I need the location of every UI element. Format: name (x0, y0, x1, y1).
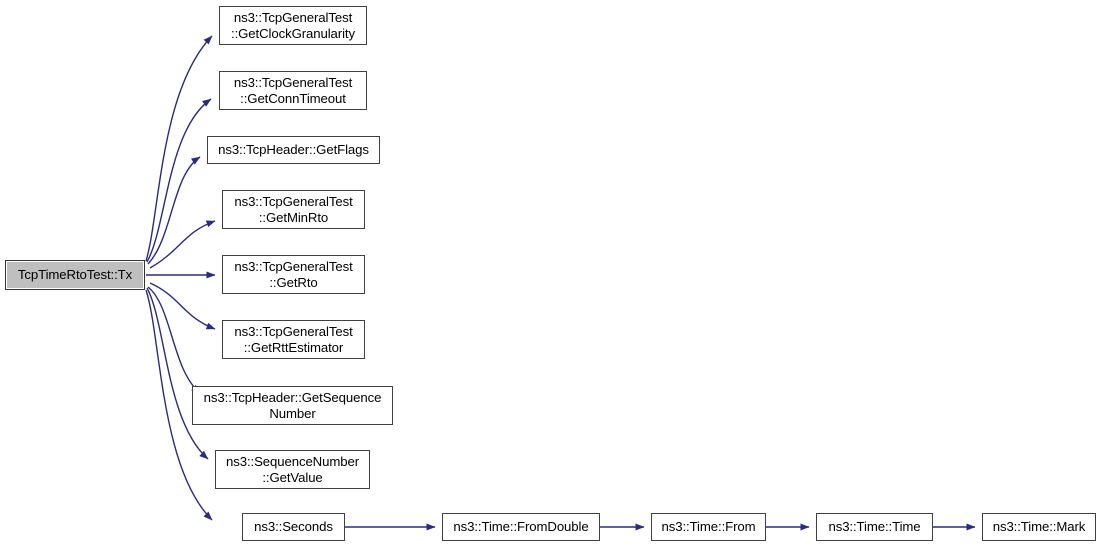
graph-node-label: ns3::Seconds (254, 519, 333, 535)
graph-node-label: TcpTimeRtoTest::Tx (17, 267, 133, 283)
graph-node-label: ns3::Time::Time (828, 519, 921, 535)
graph-node-get_rto[interactable]: ns3::TcpGeneralTest ::GetRto (222, 255, 365, 294)
graph-edge-root-to-get_sequence_number (147, 286, 201, 394)
graph-node-from_double[interactable]: ns3::Time::FromDouble (442, 513, 600, 541)
graph-node-get_flags[interactable]: ns3::TcpHeader::GetFlags (207, 136, 380, 164)
graph-node-label: ns3::Time::Mark (992, 519, 1086, 535)
graph-edge-root-to-get_rtt_estimator (149, 282, 216, 330)
graph-node-label: ns3::SequenceNumber ::GetValue (226, 454, 359, 485)
graph-node-label: ns3::Time::FromDouble (453, 519, 589, 535)
graph-node-label: ns3::TcpGeneralTest ::GetConnTimeout (233, 75, 353, 106)
graph-node-label: ns3::Time::From (661, 519, 756, 535)
graph-node-label: ns3::TcpHeader::GetFlags (218, 142, 369, 158)
graph-node-root[interactable]: TcpTimeRtoTest::Tx (5, 260, 145, 290)
graph-node-get_rtt_estimator[interactable]: ns3::TcpGeneralTest ::GetRttEstimator (222, 320, 365, 359)
graph-node-get_conn_timeout[interactable]: ns3::TcpGeneralTest ::GetConnTimeout (219, 71, 367, 110)
graph-edge-root-to-get_conn_timeout (146, 98, 212, 263)
graph-edge-root-to-get_min_rto (149, 220, 216, 269)
graph-node-get_sequence_number[interactable]: ns3::TcpHeader::GetSequence Number (192, 386, 393, 425)
graph-node-get_value[interactable]: ns3::SequenceNumber ::GetValue (215, 450, 370, 489)
graph-node-label: ns3::TcpGeneralTest ::GetRto (234, 259, 353, 290)
graph-node-label: ns3::TcpHeader::GetSequence Number (203, 390, 382, 421)
graph-node-time[interactable]: ns3::Time::Time (816, 513, 933, 541)
graph-edge-root-to-get_flags (147, 156, 201, 265)
graph-node-label: ns3::TcpGeneralTest ::GetRttEstimator (234, 324, 353, 355)
graph-node-seconds[interactable]: ns3::Seconds (242, 513, 345, 541)
graph-edge-root-to-get_clock_granularity (145, 35, 213, 262)
graph-node-label: ns3::TcpGeneralTest ::GetClockGranularit… (231, 10, 355, 41)
graph-node-get_clock_granularity[interactable]: ns3::TcpGeneralTest ::GetClockGranularit… (219, 6, 367, 45)
graph-node-label: ns3::TcpGeneralTest ::GetMinRto (234, 194, 353, 225)
graph-node-mark[interactable]: ns3::Time::Mark (982, 513, 1096, 541)
graph-node-get_min_rto[interactable]: ns3::TcpGeneralTest ::GetMinRto (222, 190, 365, 229)
graph-node-from[interactable]: ns3::Time::From (651, 513, 766, 541)
graph-edge-root-to-get_value (146, 287, 209, 460)
